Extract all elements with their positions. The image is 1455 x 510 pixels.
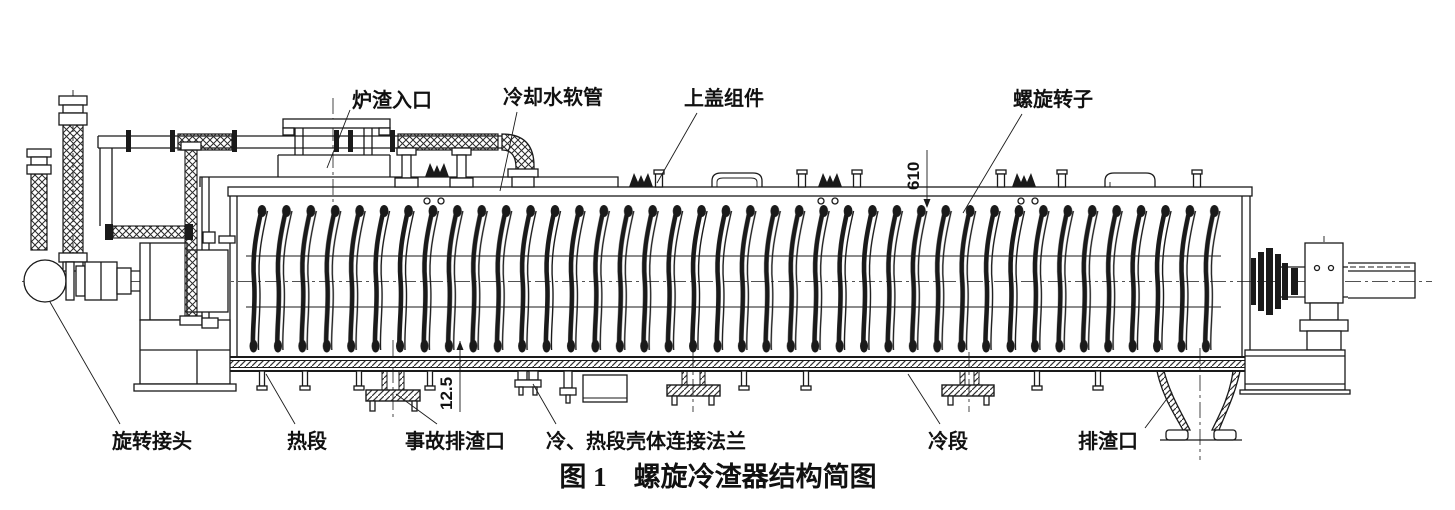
- bearing-block: [1304, 242, 1344, 304]
- bearing-base: [1244, 349, 1346, 391]
- label-top-cover: 上盖组件: [684, 86, 764, 110]
- lifting-handle: [711, 172, 763, 187]
- clamp: [818, 173, 842, 187]
- rotary-joint: [23, 259, 132, 303]
- label-shell-flange: 冷、热段壳体连接法兰: [546, 429, 746, 453]
- cooling-water-piping: [97, 130, 539, 226]
- stud: [353, 370, 365, 391]
- label-screw-rotor: 螺旋转子: [1013, 87, 1093, 111]
- shell: [199, 176, 1253, 372]
- figure-caption: 图 1 螺旋冷渣器结构简图: [559, 461, 876, 492]
- stud: [1092, 370, 1104, 391]
- part-labels: 炉渣入口 冷却水软管 上盖组件 螺旋转子 旋转接头 热段 事故排渣口 冷、热段壳…: [111, 85, 1138, 453]
- shell-right-wall: [1241, 196, 1251, 357]
- shell-left-wall: [229, 196, 238, 357]
- clamp: [1012, 173, 1036, 187]
- bolt-post: [851, 169, 863, 188]
- screw-rotor: [245, 204, 1222, 353]
- label-rotary-joint: 旋转接头: [111, 429, 192, 453]
- bolt-post: [995, 169, 1007, 188]
- bottom-fittings: [256, 340, 1104, 418]
- label-emergency-drain: 事故排渣口: [405, 429, 505, 453]
- top-cover-fittings: [423, 163, 1203, 205]
- bolt-post: [1191, 169, 1203, 188]
- bolt-post: [796, 169, 808, 188]
- dim-text-610: 610: [904, 162, 923, 190]
- slag-inlet-assembly: [277, 98, 391, 220]
- drain-nozzle: [941, 352, 995, 412]
- lifting-handle: [1104, 172, 1156, 187]
- end-bearing-assembly: [1239, 236, 1416, 395]
- bolt-post: [1056, 169, 1068, 188]
- tall-hose: [62, 124, 84, 254]
- clamp: [425, 163, 449, 177]
- support-saddle: [582, 374, 628, 403]
- drive-unit: [105, 141, 237, 392]
- shell-connection-flange: [514, 370, 542, 396]
- pipe-stand: [394, 147, 419, 188]
- clamp: [629, 173, 653, 187]
- leader-lines: [49, 109, 1173, 429]
- stud: [738, 370, 750, 391]
- water-hoses: [26, 90, 88, 300]
- dimension-12-5: 12.5: [437, 341, 464, 412]
- bottom-jacket: [228, 356, 1250, 372]
- label-hot-section: 热段: [287, 429, 327, 453]
- short-hose: [30, 173, 48, 251]
- stud-bolt: [559, 370, 577, 404]
- top-cover-plate: [227, 186, 1253, 197]
- label-cooling-hose: 冷却水软管: [503, 85, 603, 109]
- bolt-post: [653, 169, 665, 188]
- stud: [1031, 370, 1043, 391]
- stud: [299, 370, 311, 391]
- drive-support-box: [139, 319, 231, 385]
- drain-nozzle: [666, 352, 721, 412]
- pipe-stand: [449, 147, 474, 188]
- discharge-funnel: [1156, 348, 1242, 460]
- label-cold-section: 冷段: [928, 429, 968, 453]
- stud: [800, 370, 812, 391]
- shaft-extension: [1348, 262, 1416, 299]
- stud: [424, 370, 436, 391]
- label-slag-inlet: 炉渣入口: [352, 88, 432, 112]
- dim-text-12-5: 12.5: [437, 377, 456, 410]
- stud: [256, 370, 268, 391]
- packing-seal: [1251, 248, 1281, 315]
- dimension-610: 610: [904, 150, 931, 208]
- emergency-drain-nozzle: [365, 340, 421, 418]
- label-slag-outlet: 排渣口: [1078, 429, 1138, 453]
